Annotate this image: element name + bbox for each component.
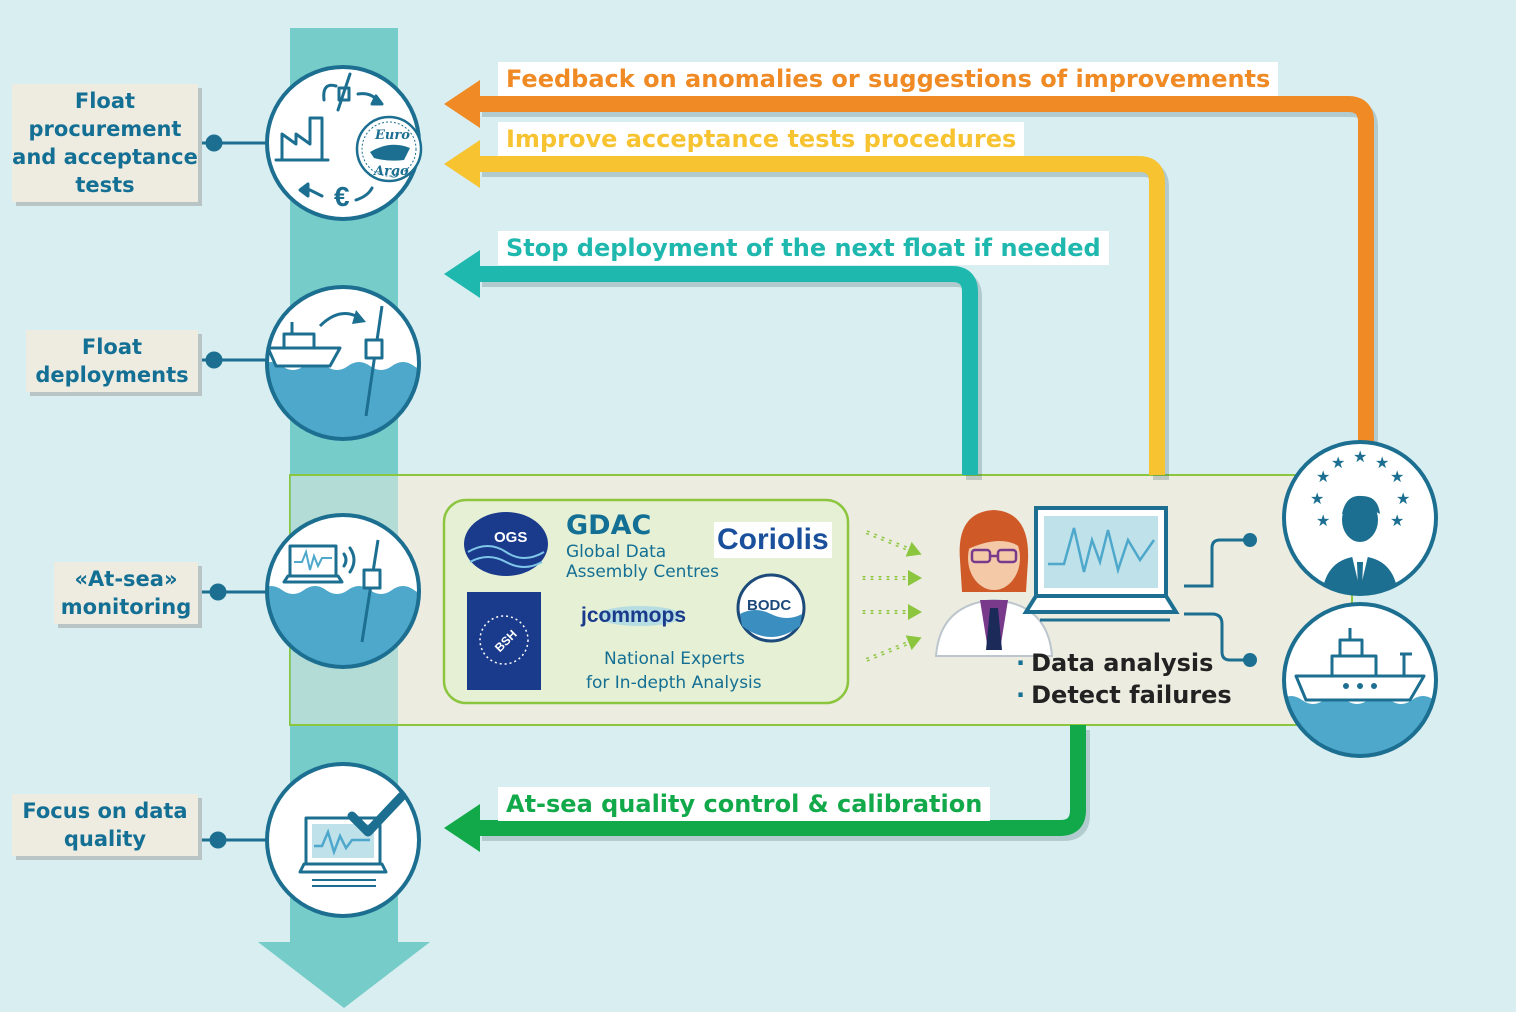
stage-connectors [200,134,268,849]
svg-text:OGS: OGS [494,529,527,546]
data-flow-arrows [862,530,922,662]
svg-text:★: ★ [1331,453,1345,472]
gdac-subtitle-1: Global Data [566,542,667,562]
svg-text:Argo: Argo [372,164,409,179]
stage-deployment: Float deployments [26,330,198,392]
svg-text:★: ★ [1310,489,1324,508]
feedback-label-yellow: Improve acceptance tests procedures [498,122,1025,156]
svg-text:Euro: Euro [374,128,410,143]
feedback-arrow-green [444,725,1086,852]
svg-text:jcommops: jcommops [580,604,686,627]
bodc-logo: BODC [736,573,806,643]
bsh-logo: BSH [467,592,541,690]
feedback-arrow-yellow [444,140,1165,475]
gdac-title: GDAC [566,510,652,541]
svg-text:★: ★ [1390,467,1404,486]
branch-connectors [1184,538,1248,662]
experts-line-1: National Experts [604,649,745,669]
feedback-label-orange: Feedback on anomalies or suggestions of … [498,62,1279,96]
ship-icon [1282,602,1438,758]
svg-text:★: ★ [1396,489,1410,508]
deployment-icon [265,285,421,441]
task-detect-failures: ·Detect failures [1016,681,1232,709]
jcommops-logo: jcommops [580,604,686,627]
svg-text:★: ★ [1316,511,1330,530]
svg-text:★: ★ [1316,467,1330,486]
eu-expert-icon: ★★★ ★★ ★★ ★★ [1282,440,1438,596]
svg-text:★: ★ [1353,447,1367,466]
laptop-icon [1022,506,1180,622]
feedback-label-green: At-sea quality control & calibration [498,787,991,821]
experts-line-2: for In-depth Analysis [586,673,762,693]
gdac-subtitle-2: Assembly Centres [566,562,720,582]
stage-monitoring: «At-sea» monitoring [54,562,198,624]
feedback-arrow-orange [444,80,1374,455]
svg-text:BODC: BODC [747,597,791,614]
svg-text:★: ★ [1375,453,1389,472]
ogs-logo: OGS [464,512,548,576]
data-quality-icon [265,762,421,918]
analyst-icon [934,510,1054,657]
stage-data-quality: Focus on data quality [12,794,198,856]
euro-symbol-icon: € [334,181,350,212]
feedback-label-teal: Stop deployment of the next float if nee… [498,231,1109,265]
feedback-arrow-teal [444,250,978,475]
stage-procurement: Float procurement and acceptance tests [12,84,198,202]
task-data-analysis: ·Data analysis [1016,649,1214,677]
euro-argo-logo: Euro Argo [355,115,423,183]
svg-text:★: ★ [1390,511,1404,530]
coriolis-logo: Coriolis [714,522,832,558]
